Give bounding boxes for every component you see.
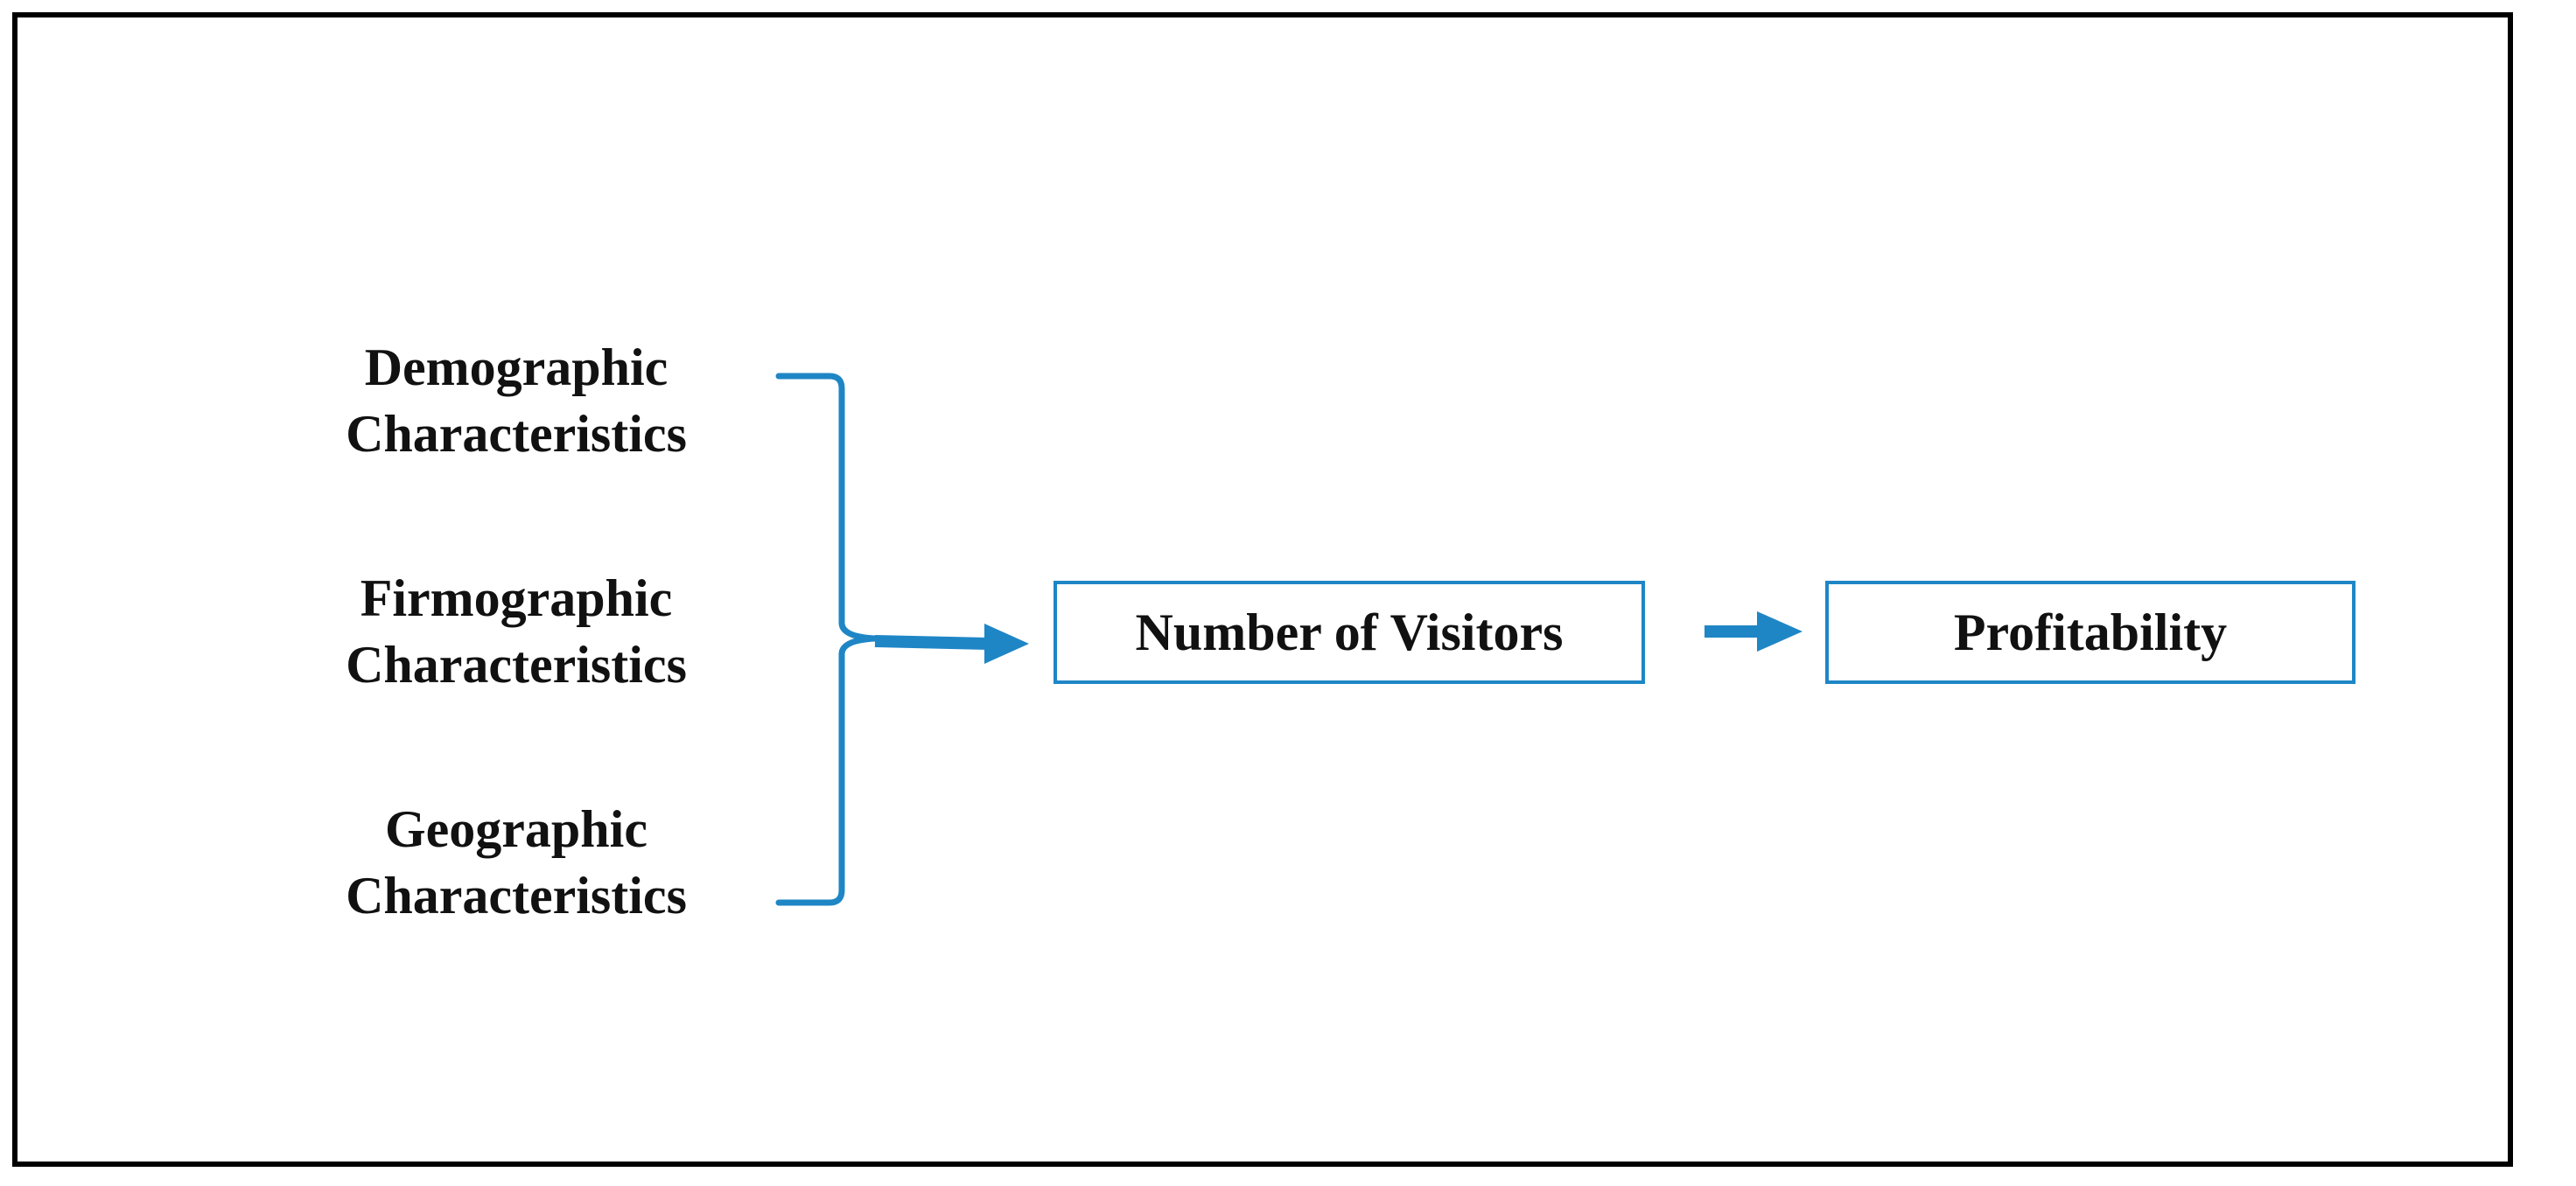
factor-demographic: Demographic Characteristics: [289, 334, 744, 467]
diagram-frame: [12, 12, 2513, 1167]
factor-firmographic-line2: Characteristics: [346, 636, 687, 694]
factor-geographic: Geographic Characteristics: [289, 796, 744, 929]
factor-geographic-line1: Geographic: [385, 800, 648, 858]
factor-firmographic: Firmographic Characteristics: [289, 565, 744, 698]
profitability-label: Profitability: [1953, 603, 2228, 661]
arrow-to-visitors-shaft: [874, 635, 990, 650]
factor-geographic-line2: Characteristics: [346, 867, 687, 924]
arrow-to-visitors-head: [984, 624, 1029, 664]
number-of-visitors-box: Number of Visitors: [1054, 581, 1645, 684]
profitability-box: Profitability: [1825, 581, 2356, 684]
factor-firmographic-line1: Firmographic: [360, 569, 673, 627]
grouping-brace: [775, 373, 878, 906]
arrow-to-profitability-head: [1757, 611, 1802, 652]
factor-demographic-line2: Characteristics: [346, 405, 687, 463]
factor-demographic-line1: Demographic: [364, 338, 668, 396]
number-of-visitors-label: Number of Visitors: [1135, 603, 1564, 661]
